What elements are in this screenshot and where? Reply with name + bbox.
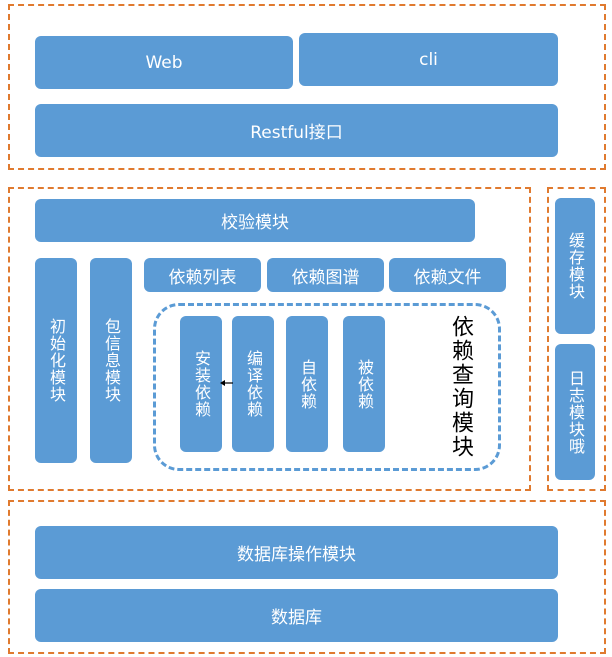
compile-to-install-arrow: [220, 380, 233, 386]
restful-box: Restful接口: [35, 104, 558, 157]
package-info-module-box: 包信息模块: [90, 258, 132, 463]
dep-list-box: 依赖列表: [144, 258, 261, 292]
database-box: 数据库: [35, 589, 558, 642]
dep-file-box: 依赖文件: [389, 258, 506, 292]
db-ops-module-box: 数据库操作模块: [35, 526, 558, 579]
cli-box: cli: [299, 33, 558, 86]
cache-module-box: 缓存模块: [555, 198, 595, 334]
install-deps-box: 安装依赖: [180, 316, 222, 452]
compile-deps-box: 编译依赖: [232, 316, 274, 452]
web-box: Web: [35, 36, 293, 89]
frame-bottom-layer: [8, 500, 606, 654]
init-module-box: 初始化模块: [35, 258, 77, 463]
dep-query-group-title: 依赖查询模块: [448, 315, 473, 459]
frame-side-layer: [547, 187, 606, 491]
frame-top-layer: [8, 4, 606, 170]
frame-middle-layer: [8, 187, 531, 491]
reverse-deps-box: 被依赖: [343, 316, 385, 452]
dep-query-group: [153, 303, 501, 471]
log-module-box: 日志模块哦: [555, 344, 595, 480]
dep-graph-box: 依赖图谱: [267, 258, 384, 292]
verify-module-box: 校验模块: [35, 199, 475, 242]
self-deps-box: 自依赖: [286, 316, 328, 452]
